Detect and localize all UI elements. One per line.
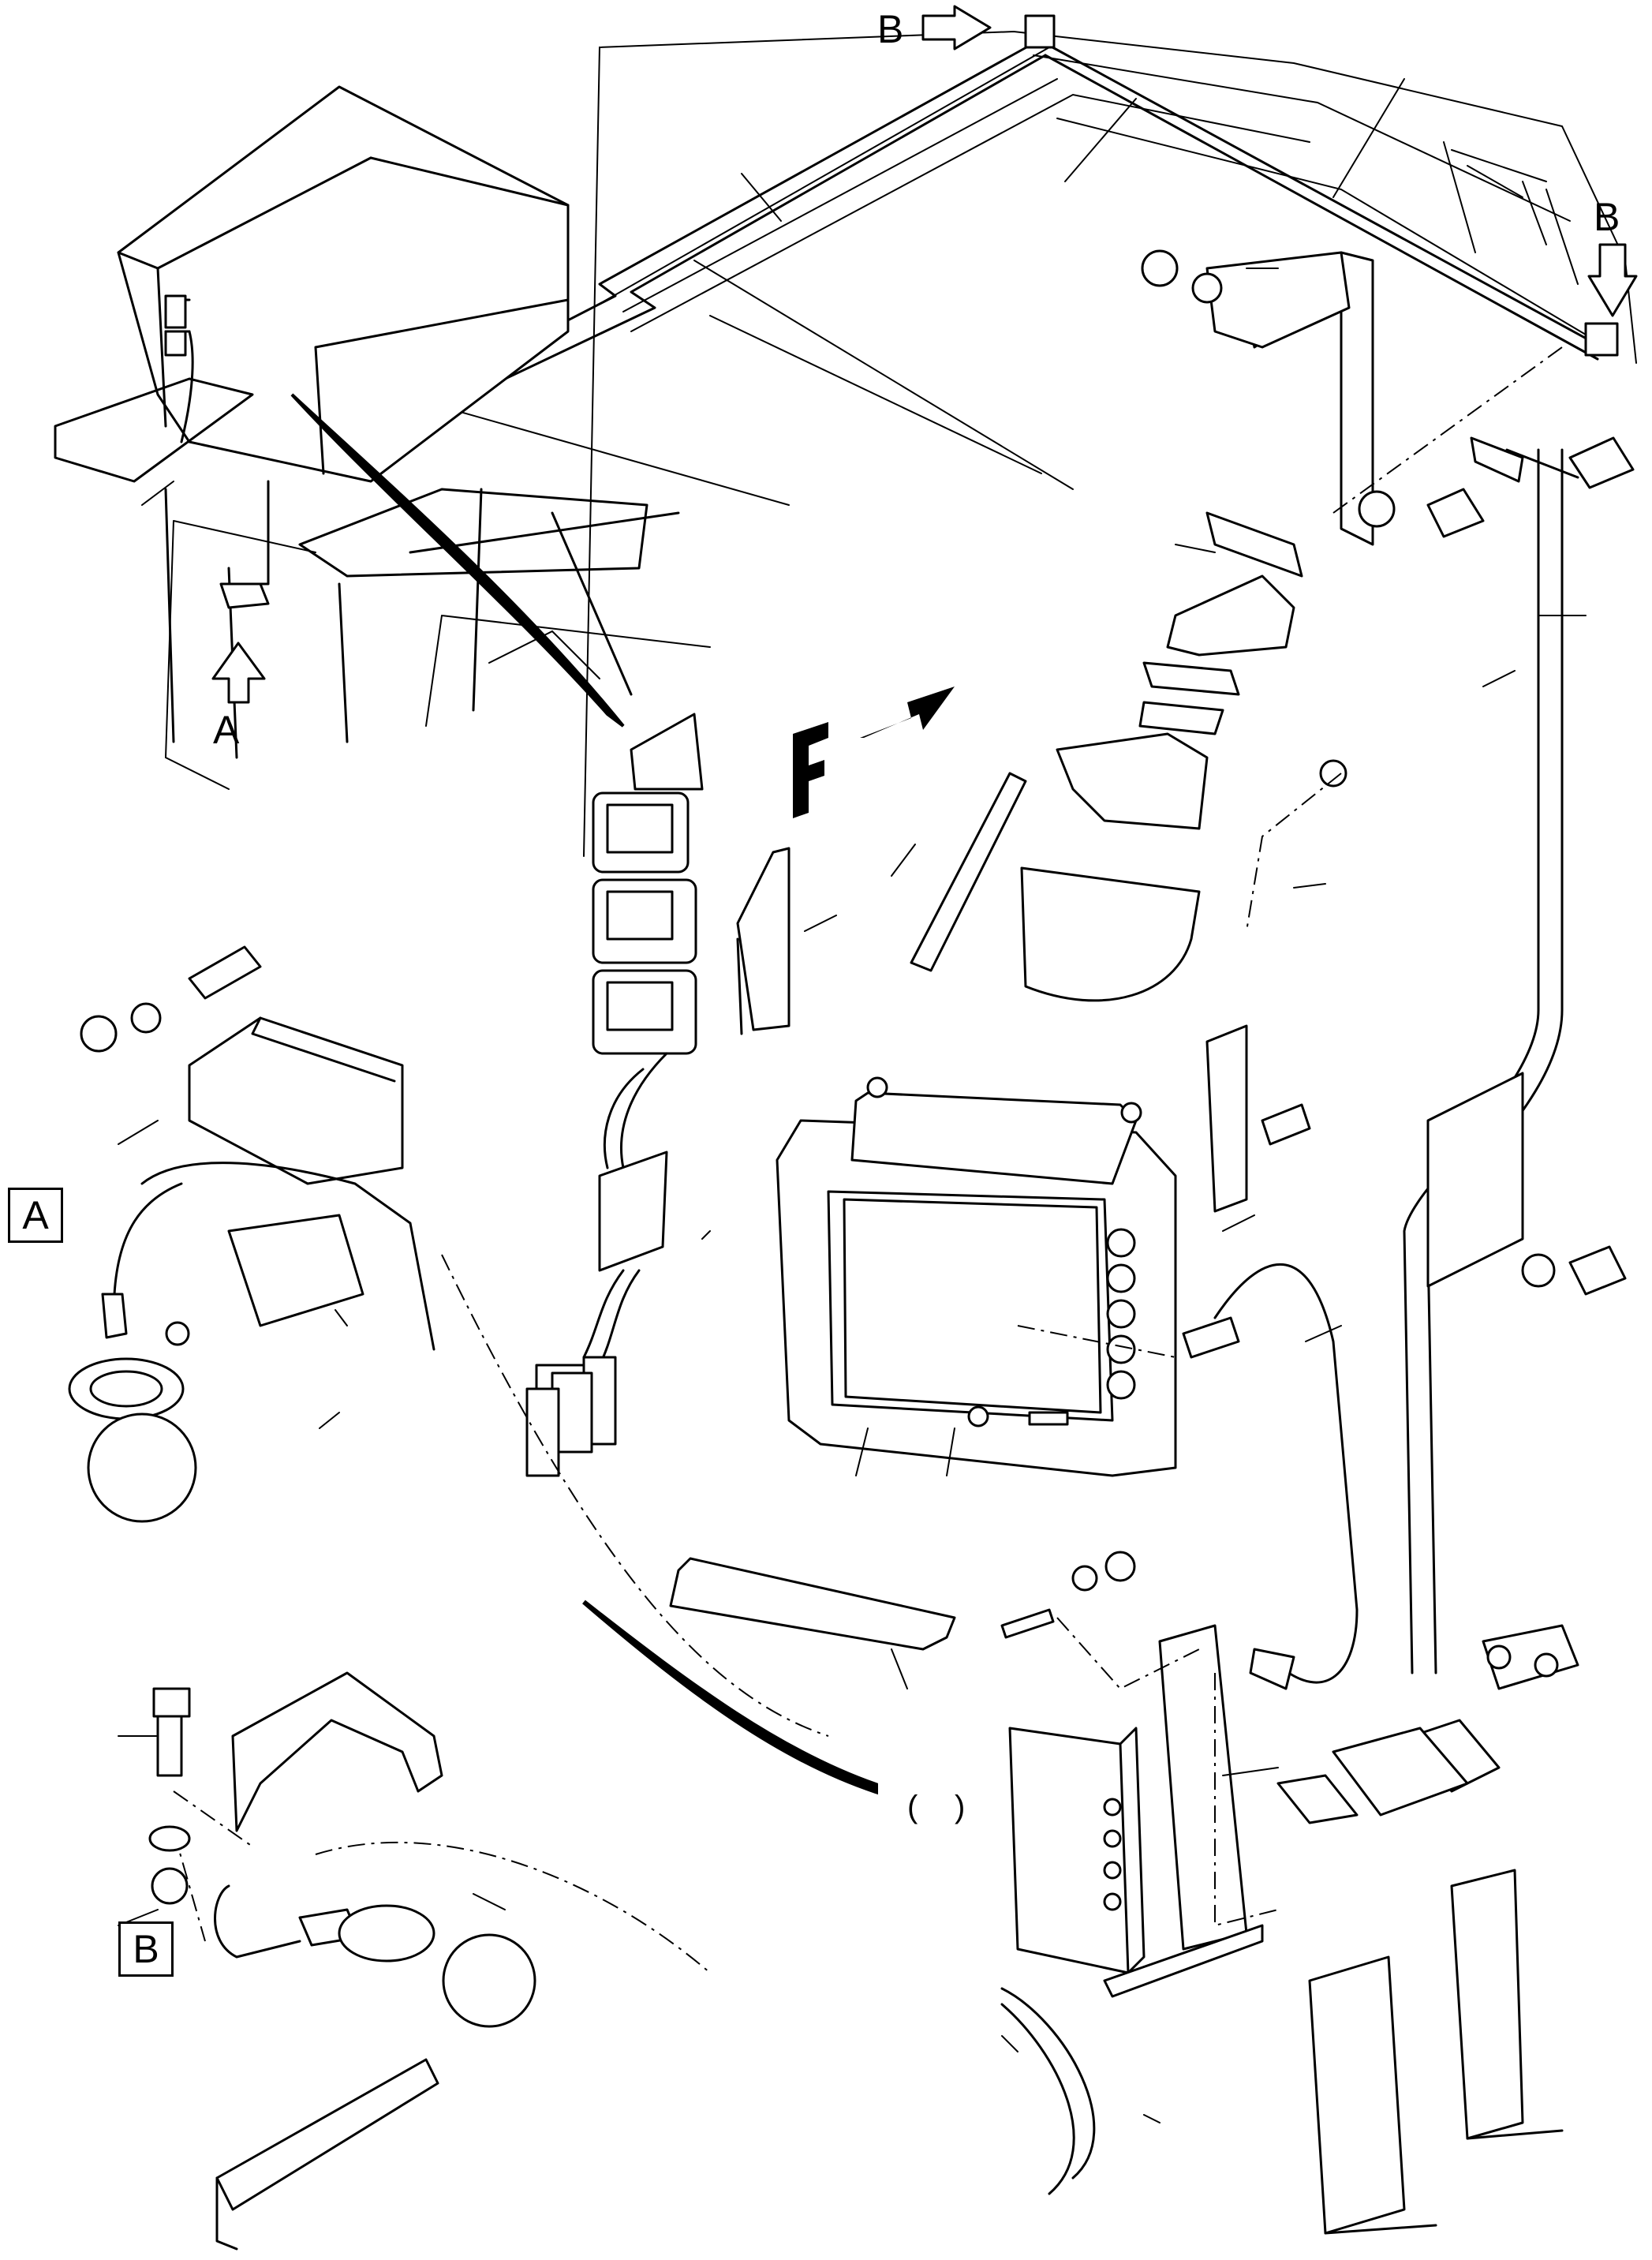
flat-bracket-strip <box>669 1557 956 1651</box>
view-arrow-a <box>211 642 266 704</box>
cab-roof-frame <box>315 30 1637 857</box>
module-paren-close: ) <box>955 1790 966 1824</box>
module-paren-open: ( <box>907 1790 918 1824</box>
detail-a-box-label: A <box>8 1188 63 1243</box>
lower-right-clamp <box>1276 1624 1579 1824</box>
assembly-leader-lines <box>173 346 1563 1974</box>
connector-b-right <box>1584 322 1619 357</box>
front-direction-arrow <box>860 687 955 738</box>
detail-a-assembly <box>68 945 435 1523</box>
middle-fasteners <box>1000 1551 1136 1639</box>
detail-b-box-label: B <box>118 1921 174 1977</box>
view-b-label-right: B <box>1594 195 1620 239</box>
monitor-cable <box>1213 1263 1359 1684</box>
monitor-stack <box>525 713 704 1477</box>
part-callout-ticks <box>118 268 1587 2123</box>
view-arrow-b-right <box>1587 243 1638 317</box>
cab-console <box>54 85 711 790</box>
control-module <box>1008 1624 1248 1974</box>
lower-cable <box>1000 1987 1096 2195</box>
right-upper-mounting <box>910 249 1635 1213</box>
mount-bracket-flat <box>736 847 790 1031</box>
front-direction-letter-shape <box>793 722 828 818</box>
view-arrow-b-top <box>921 5 992 51</box>
callout-swoosh-lower <box>582 1600 878 1795</box>
main-monitor <box>776 1076 1177 1477</box>
detail-b-assembly <box>148 1671 536 2251</box>
vertical-pillar-tube <box>1403 448 1627 1674</box>
lower-right-plates <box>1308 1869 1564 2235</box>
view-b-label-top: B <box>877 7 904 51</box>
view-a-label: A <box>213 708 240 752</box>
callout-swoosh-upper <box>290 393 625 728</box>
